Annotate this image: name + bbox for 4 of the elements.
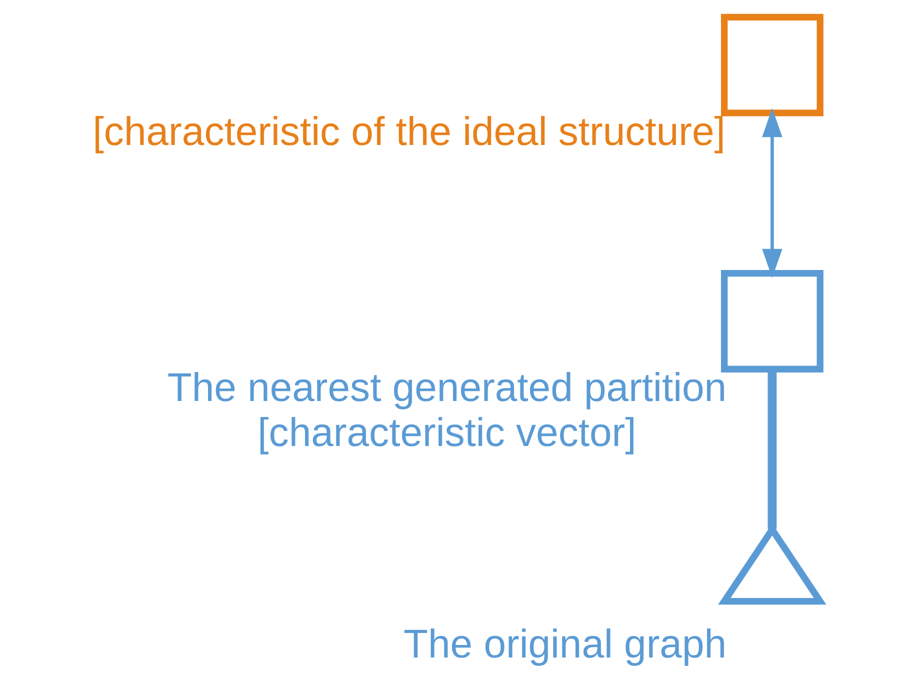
node-label: [characteristic of the ideal structure] <box>92 110 725 154</box>
node-label: [characteristic vector] <box>257 410 636 455</box>
node-label: The nearest generated partition <box>166 366 726 410</box>
node-label: The original graph <box>403 622 726 666</box>
